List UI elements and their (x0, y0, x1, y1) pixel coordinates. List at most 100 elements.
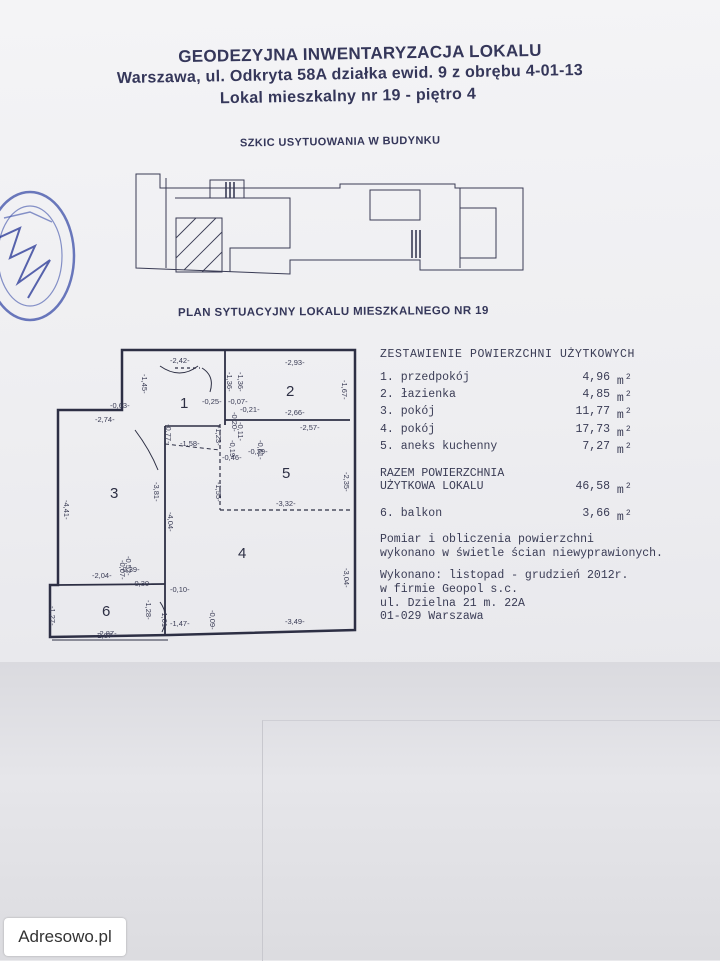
dimension-label: -3,81- (152, 482, 161, 502)
dimension-label: -2,87- (95, 631, 115, 640)
dimension-label: -0,10- (170, 585, 190, 594)
unit-sup: 2 (625, 424, 631, 434)
dimension-label: -0,20- (230, 412, 239, 432)
dimension-label: -1,58- (180, 439, 200, 448)
dimension-label: -2,57- (300, 423, 320, 432)
dimension-label: -1,01- (160, 610, 169, 630)
room-area: 17,73 (575, 422, 610, 436)
room-number: 1 (180, 395, 188, 412)
dimension-label: -1,36- (236, 372, 245, 392)
unit-m: m (616, 374, 624, 388)
dimension-label: -0,30- (132, 579, 152, 588)
room-label: 4. pokój (380, 422, 436, 436)
made-line2: w firmie Geopol s.c. (380, 582, 519, 596)
dimension-label: -0,46- (222, 453, 242, 462)
area-summary: ZESTAWIENIE POWIERZCHNI UŻYTKOWYCH 1. pr… (380, 348, 700, 624)
dimension-label: -0,77- (164, 424, 173, 444)
dimension-label: -0,39- (120, 565, 140, 574)
room-label: 3. pokój (380, 405, 436, 419)
room-area: 7,27 (582, 440, 610, 454)
room-area: 4,96 (582, 370, 610, 384)
room-label: 5. aneks kuchenny (380, 440, 498, 454)
dimension-label: -1,45- (140, 374, 149, 394)
underlying-sheet (0, 662, 720, 960)
dimension-label: -2,87- (97, 629, 117, 638)
made-line3: ul. Dzielna 21 m. 22A (380, 596, 525, 610)
total-line2: UŻYTKOWA LOKALU (380, 480, 484, 494)
room-label: 2. łazienka (380, 388, 456, 402)
unit-sup: 2 (625, 442, 631, 452)
balcony-label: 6. balkon (380, 506, 443, 520)
document-sheet (0, 0, 720, 680)
dimension-label: -0,25- (202, 397, 222, 406)
dimension-label: -0,11- (236, 422, 245, 442)
note-line1: Pomiar i obliczenia powierzchni (380, 533, 594, 547)
unit-m: m (616, 391, 624, 405)
total-line1: RAZEM POWIERZCHNIA (380, 466, 505, 480)
room-number: 3 (110, 485, 118, 502)
dimension-label: -1,47- (170, 619, 190, 628)
dimension-label: -4,41- (62, 500, 71, 520)
dimension-label: -3,32- (276, 499, 296, 508)
dimension-label: -3,04- (342, 568, 351, 588)
watermark-badge[interactable]: Adresowo.pl (4, 918, 126, 956)
dimension-label: -0,29- (248, 447, 268, 456)
dimension-label: -1,27- (48, 606, 57, 626)
dimension-label: -0,07- (228, 397, 248, 406)
dimension-label: -3,49- (285, 617, 305, 626)
unit-sup: 2 (625, 390, 631, 400)
building-sketch (135, 173, 524, 275)
dimension-label: -2,93- (285, 358, 305, 367)
total-value: 46,58 (575, 480, 610, 494)
dimension-label: -0,63- (110, 401, 130, 410)
unit-m: m (616, 510, 624, 524)
dimension-label: -0,52- (124, 556, 133, 576)
made-line1: Wykonano: listopad - grudzień 2012r. (380, 569, 629, 583)
dimension-label: -0,07- (118, 560, 127, 580)
dimension-label: -1,28- (144, 600, 153, 620)
dimension-label: -2,74- (95, 415, 115, 424)
dimension-label: -1,55- (214, 482, 223, 502)
unit-m: m (616, 409, 624, 423)
dimension-label: -2,66- (285, 408, 305, 417)
dimension-label: -2,04- (92, 571, 112, 580)
dimension-label: -1,23- (214, 426, 223, 446)
unit-sup: 2 (625, 407, 631, 417)
dimension-label: -1,36- (225, 372, 234, 392)
unit-m: m (616, 484, 624, 498)
dimension-label: -0,09- (208, 610, 217, 630)
room-area: 4,85 (582, 388, 610, 402)
room-number: 4 (238, 545, 246, 562)
unit-sup: 2 (625, 482, 631, 492)
dimension-label: -1,67- (340, 380, 349, 400)
underlying-grid (262, 720, 720, 961)
plan-heading: PLAN SYTUACYJNY LOKALU MIESZKALNEGO NR 1… (177, 304, 489, 320)
dimension-label: -0,61- (256, 440, 265, 460)
dimension-label: -2,35- (342, 472, 351, 492)
balcony-value: 3,66 (582, 506, 610, 520)
room-area: 11,77 (575, 405, 610, 419)
dimension-label: -4,04- (166, 512, 175, 532)
dimension-label: -0,21- (240, 405, 260, 414)
note-line2: wykonano w świetle ścian niewyprawionych… (380, 546, 663, 560)
unit-sup: 2 (625, 508, 631, 518)
room-label: 1. przedpokój (380, 370, 470, 384)
room-number: 5 (282, 465, 290, 482)
room-number: 2 (286, 383, 294, 400)
unit-m: m (616, 444, 624, 458)
summary-heading: ZESTAWIENIE POWIERZCHNI UŻYTKOWYCH (380, 348, 636, 361)
